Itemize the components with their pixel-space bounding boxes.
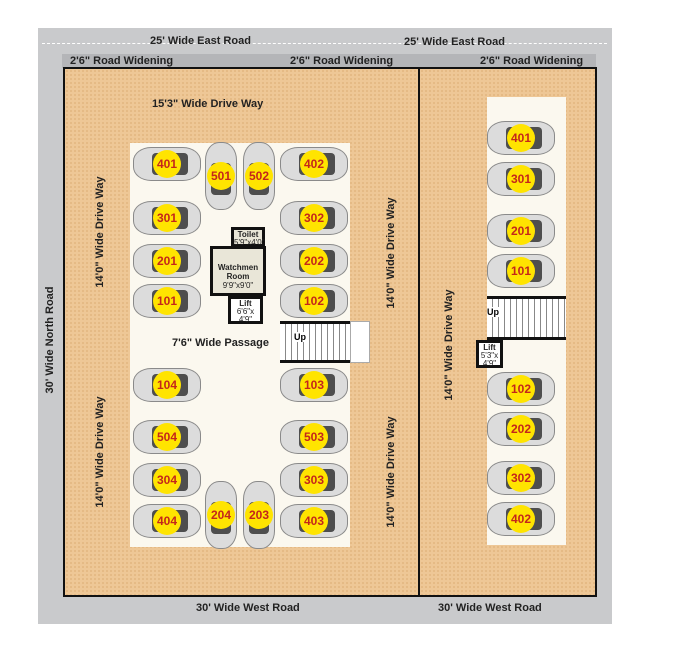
parking-slot: 302 bbox=[280, 201, 348, 235]
parking-slot: 103 bbox=[280, 368, 348, 402]
passage-label: 7'6" Wide Passage bbox=[172, 337, 270, 349]
slot-number: 404 bbox=[153, 507, 181, 535]
slot-number: 503 bbox=[300, 423, 328, 451]
parking-slot: 201 bbox=[133, 244, 201, 278]
slot-number: 401 bbox=[153, 150, 181, 178]
lift-size: 4'9" bbox=[482, 359, 497, 368]
slot-number: 504 bbox=[153, 423, 181, 451]
slot-number: 403 bbox=[300, 507, 328, 535]
staircase-right: Up bbox=[487, 296, 566, 340]
parking-slot: 401 bbox=[133, 147, 201, 181]
stairs-up-label: Up bbox=[487, 307, 499, 317]
slot-number: 202 bbox=[507, 415, 535, 443]
parking-slot: 102 bbox=[280, 284, 348, 318]
slot-number: 303 bbox=[300, 466, 328, 494]
slot-number: 101 bbox=[507, 257, 535, 285]
parking-slot: 504 bbox=[133, 420, 201, 454]
parking-slot: 304 bbox=[133, 463, 201, 497]
slot-number: 501 bbox=[207, 162, 235, 190]
slot-number: 203 bbox=[245, 501, 273, 529]
parking-slot: 402 bbox=[280, 147, 348, 181]
slot-number: 304 bbox=[153, 466, 181, 494]
road-widening-label: 2'6" Road Widening bbox=[70, 55, 174, 67]
slot-number: 103 bbox=[300, 371, 328, 399]
lift-size: 4'9" bbox=[238, 315, 253, 324]
slot-number: 102 bbox=[507, 375, 535, 403]
slot-number: 204 bbox=[207, 501, 235, 529]
parking-slot: 401 bbox=[487, 121, 555, 155]
driveway-label: 14'0" Wide Drive Way bbox=[94, 396, 106, 508]
watchmen-room-name: Watchmen Room bbox=[217, 263, 259, 281]
staircase-left: Up bbox=[280, 321, 350, 363]
parking-slot: 403 bbox=[280, 504, 348, 538]
slot-number: 402 bbox=[507, 505, 535, 533]
slot-number: 202 bbox=[300, 247, 328, 275]
driveway-label: 14'0" Wide Drive Way bbox=[385, 416, 397, 528]
slot-number: 302 bbox=[300, 204, 328, 232]
slot-number: 201 bbox=[507, 217, 535, 245]
parking-slot: 204 bbox=[205, 481, 237, 549]
toilet-size: 5'9"x4'0" bbox=[234, 238, 265, 247]
slot-number: 104 bbox=[153, 371, 181, 399]
toilet-name: Toilet bbox=[237, 230, 259, 239]
parking-slot: 501 bbox=[205, 142, 237, 210]
slot-number: 401 bbox=[507, 124, 535, 152]
road-line bbox=[42, 43, 607, 44]
slot-number: 402 bbox=[300, 150, 328, 178]
slot-number: 301 bbox=[507, 165, 535, 193]
west-road-label: 30' Wide West Road bbox=[196, 602, 300, 614]
parking-slot: 301 bbox=[487, 162, 555, 196]
parking-slot: 203 bbox=[243, 481, 275, 549]
road-widening-label: 2'6" Road Widening bbox=[480, 55, 584, 67]
lift-size: 6'6"x bbox=[236, 307, 255, 316]
parking-slot: 503 bbox=[280, 420, 348, 454]
slot-number: 101 bbox=[153, 287, 181, 315]
slot-number: 301 bbox=[153, 204, 181, 232]
parking-slot: 201 bbox=[487, 214, 555, 248]
top-driveway-label: 15'3" Wide Drive Way bbox=[152, 98, 264, 110]
road-widening-band bbox=[62, 54, 596, 68]
lift-size: 5'3"x bbox=[480, 351, 499, 360]
west-road-label: 30' Wide West Road bbox=[438, 602, 542, 614]
parking-slot: 301 bbox=[133, 201, 201, 235]
lift-name: Lift bbox=[483, 343, 496, 352]
parking-slot: 402 bbox=[487, 502, 555, 536]
watchmen-room-size: 9'9"x9'0" bbox=[222, 281, 254, 290]
parking-slot: 202 bbox=[280, 244, 348, 278]
slot-number: 102 bbox=[300, 287, 328, 315]
parking-slot: 101 bbox=[133, 284, 201, 318]
slot-number: 302 bbox=[507, 464, 535, 492]
parking-slot: 102 bbox=[487, 372, 555, 406]
parking-slot: 303 bbox=[280, 463, 348, 497]
east-road-label: 25' Wide East Road bbox=[150, 35, 251, 47]
slot-number: 502 bbox=[245, 162, 273, 190]
stair-landing bbox=[350, 321, 370, 363]
slot-number: 201 bbox=[153, 247, 181, 275]
parking-slot: 404 bbox=[133, 504, 201, 538]
driveway-label: 14'0" Wide Drive Way bbox=[94, 176, 106, 288]
stairs-up-label: Up bbox=[294, 332, 306, 342]
parking-slot: 104 bbox=[133, 368, 201, 402]
parking-slot: 202 bbox=[487, 412, 555, 446]
driveway-label: 14'0" Wide Drive Way bbox=[385, 197, 397, 309]
east-road-label: 25' Wide East Road bbox=[404, 36, 505, 48]
lift-name: Lift bbox=[239, 299, 252, 308]
road-widening-label: 2'6" Road Widening bbox=[290, 55, 394, 67]
parking-slot: 101 bbox=[487, 254, 555, 288]
driveway-label: 14'0" Wide Drive Way bbox=[443, 289, 455, 401]
parking-slot: 302 bbox=[487, 461, 555, 495]
parking-slot: 502 bbox=[243, 142, 275, 210]
north-road-label: 30' Wide North Road bbox=[44, 286, 56, 394]
